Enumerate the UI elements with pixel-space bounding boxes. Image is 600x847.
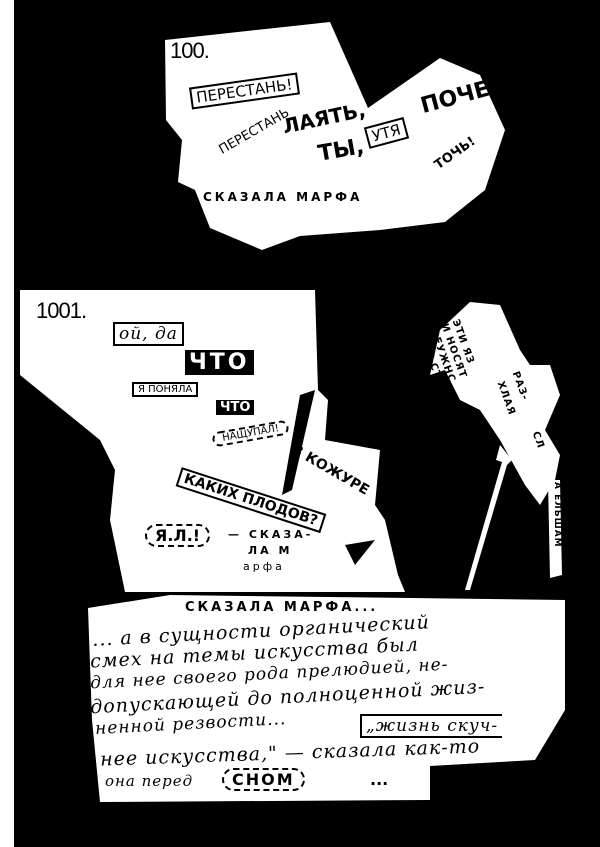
panel-number: 1001. bbox=[36, 298, 87, 323]
speech-text: Я.Л.! bbox=[145, 524, 211, 547]
speech-text: ой, да bbox=[113, 322, 184, 346]
caption-text: арфа bbox=[243, 560, 285, 573]
bottom-text-paper bbox=[88, 595, 565, 802]
side-strip-paper bbox=[548, 480, 562, 578]
arrow-shaft bbox=[465, 445, 512, 590]
speech-text: ЧТО bbox=[185, 350, 254, 375]
quote-box: „жизнь скуч- bbox=[360, 714, 503, 738]
text-line: она перед bbox=[105, 772, 194, 790]
black-triangle bbox=[345, 540, 375, 565]
speech-text: Я ПОНЯЛА bbox=[132, 382, 199, 397]
side-note-paper bbox=[430, 302, 560, 505]
caption-text: СКАЗАЛА МАРФА bbox=[203, 190, 363, 204]
side-note-line: А ЕЛЬШАМ bbox=[552, 482, 562, 548]
black-pen-stroke bbox=[282, 390, 315, 495]
page-margin bbox=[0, 0, 14, 847]
panel-number: 100. bbox=[170, 38, 210, 63]
speech-text: ЧТО bbox=[216, 400, 255, 415]
caption-text: ЛА М bbox=[248, 544, 293, 557]
ellipsis: ... bbox=[370, 770, 389, 789]
cloud-word: СНОМ bbox=[222, 768, 305, 791]
bottom-heading: СКАЗАЛА МАРФА... bbox=[185, 600, 379, 615]
caption-text: — СКАЗА- bbox=[228, 528, 314, 541]
